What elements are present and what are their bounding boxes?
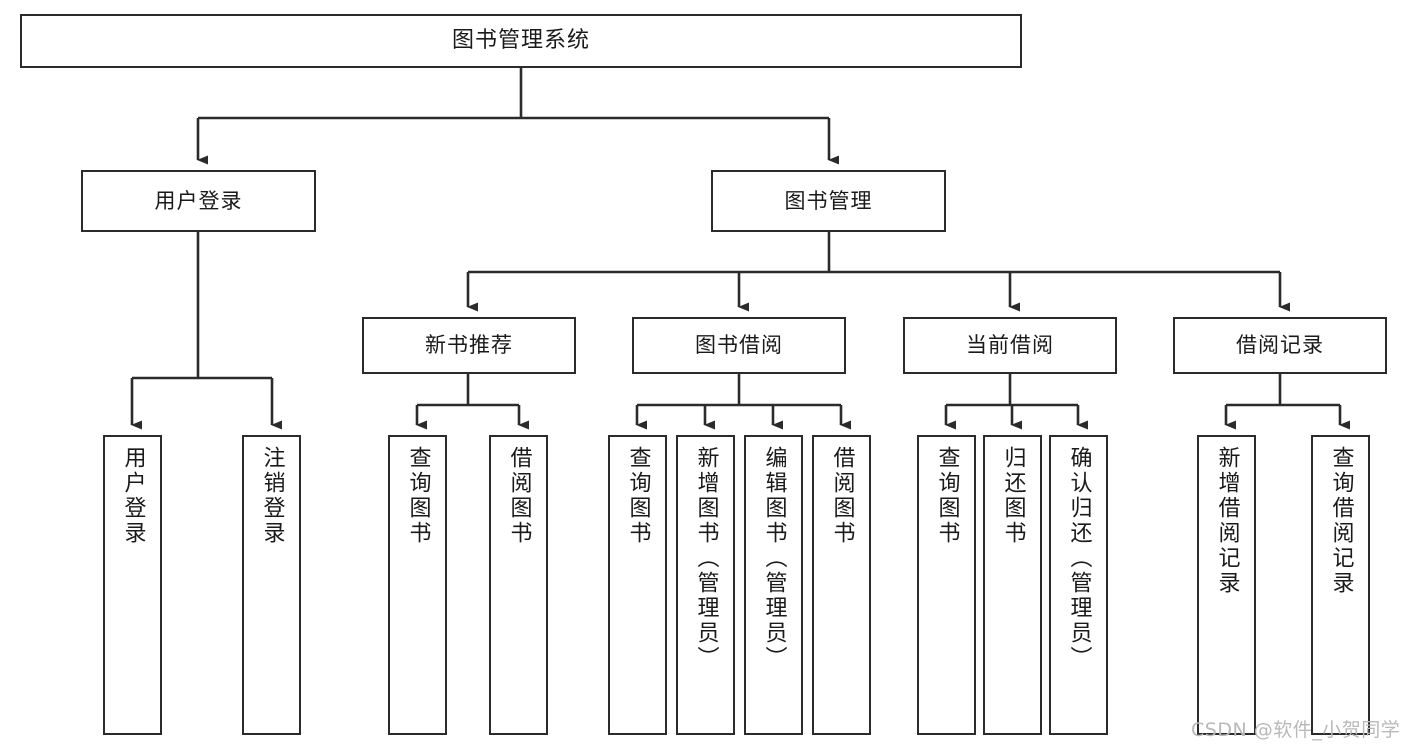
leaf-borrow-add-book[interactable]: 新增图书（管理员） <box>676 435 735 735</box>
leaf-newbooks-borrow-book[interactable]: 借阅图书 <box>489 435 548 735</box>
leaf-logout[interactable]: 注销登录 <box>242 435 301 735</box>
node-current-borrow-label: 当前借阅 <box>966 333 1054 358</box>
leaf-user-login-label: 用户登录 <box>120 446 146 546</box>
leaf-current-query-book-label: 查询图书 <box>934 446 960 546</box>
leaf-current-query-book[interactable]: 查询图书 <box>917 435 976 735</box>
node-borrow-records-label: 借阅记录 <box>1236 333 1324 358</box>
node-book-management-label: 图书管理 <box>784 188 873 213</box>
leaf-current-return-book-label: 归还图书 <box>1000 446 1026 546</box>
node-user-login-label: 用户登录 <box>154 188 243 213</box>
node-root[interactable]: 图书管理系统 <box>20 14 1022 68</box>
leaf-user-login[interactable]: 用户登录 <box>103 435 162 735</box>
leaf-logout-label: 注销登录 <box>259 446 285 546</box>
leaf-borrow-query-book[interactable]: 查询图书 <box>608 435 667 735</box>
leaf-borrow-edit-book-label: 编辑图书（管理员） <box>761 446 787 671</box>
leaf-records-add-record[interactable]: 新增借阅记录 <box>1197 435 1256 735</box>
leaf-current-return-book[interactable]: 归还图书 <box>983 435 1042 735</box>
node-book-borrow[interactable]: 图书借阅 <box>632 317 846 374</box>
node-book-borrow-label: 图书借阅 <box>695 333 783 358</box>
leaf-records-add-record-label: 新增借阅记录 <box>1214 446 1240 596</box>
node-root-label: 图书管理系统 <box>451 28 590 54</box>
leaf-current-confirm-return[interactable]: 确认归还（管理员） <box>1049 435 1108 735</box>
node-borrow-records[interactable]: 借阅记录 <box>1173 317 1387 374</box>
leaf-newbooks-query-book-label: 查询图书 <box>405 446 431 546</box>
leaf-newbooks-borrow-book-label: 借阅图书 <box>506 446 532 546</box>
node-new-book-recommend-label: 新书推荐 <box>425 333 513 358</box>
node-new-book-recommend[interactable]: 新书推荐 <box>362 317 576 374</box>
node-current-borrow[interactable]: 当前借阅 <box>903 317 1117 374</box>
leaf-records-query-record-label: 查询借阅记录 <box>1328 446 1354 596</box>
node-user-login[interactable]: 用户登录 <box>81 170 316 232</box>
leaf-current-confirm-return-label: 确认归还（管理员） <box>1066 446 1092 671</box>
leaf-borrow-add-book-label: 新增图书（管理员） <box>693 446 719 671</box>
leaf-borrow-lend-book[interactable]: 借阅图书 <box>812 435 871 735</box>
leaf-borrow-edit-book[interactable]: 编辑图书（管理员） <box>744 435 803 735</box>
node-book-management[interactable]: 图书管理 <box>711 170 946 232</box>
leaf-borrow-lend-book-label: 借阅图书 <box>829 446 855 546</box>
leaf-records-query-record[interactable]: 查询借阅记录 <box>1311 435 1370 735</box>
leaf-newbooks-query-book[interactable]: 查询图书 <box>388 435 447 735</box>
leaf-borrow-query-book-label: 查询图书 <box>625 446 651 546</box>
